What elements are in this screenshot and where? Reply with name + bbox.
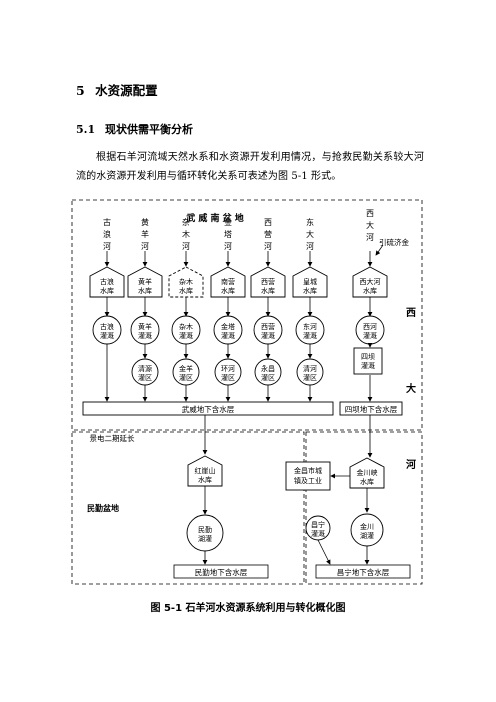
irrigation-label: 灌溉 [138, 331, 152, 340]
irrigation-label: 清源 [138, 364, 152, 373]
irrigation-label: 西营 [261, 322, 275, 331]
reservoir-label: 水库 [363, 286, 377, 295]
subsection-heading: 5.1 现状供需平衡分析 [76, 121, 193, 137]
river-label: 大 [306, 229, 314, 239]
changning-aquifer-label: 昌宁地下含水层 [337, 567, 390, 577]
irrigation-label: 湖灌 [360, 531, 374, 540]
irrigation-label: 灌区 [303, 373, 317, 382]
river-label: 杂 [182, 218, 190, 227]
river-label: 浪 [103, 229, 111, 239]
region-minqin-basin: 民勤盆地 [87, 503, 119, 513]
irrigation-label: 灌区 [261, 373, 275, 382]
irrigation-label: 灌溉 [221, 331, 235, 340]
river-label: 大 [366, 220, 374, 230]
reservoir-label: 金川峡 [357, 468, 378, 477]
region-wuwei-basin: 武 威 南 盆 地 [186, 212, 244, 224]
reservoir-label: 水库 [303, 286, 317, 295]
reservoir-label: 水库 [100, 286, 114, 295]
irrigation-label: 昌宁 [311, 520, 325, 529]
irrigation-label: 杂木 [179, 322, 193, 331]
irrigation-label: 东河 [303, 322, 317, 331]
irrigation-label: 金川 [360, 522, 374, 531]
body-paragraph: 根据石羊河流域天然水系和水资源开发利用情况，与抢救民勤关系较大河流的水资源开发利… [76, 152, 424, 182]
river-label: 东 [306, 217, 314, 227]
jinchang-industry-label: 镇及工业 [294, 476, 322, 485]
irrigation-label: 黄羊 [138, 322, 152, 331]
irrigation-label: 金羊 [179, 364, 193, 373]
irrigation-label: 西河 [363, 323, 377, 331]
jinchang-industry-label: 金昌市城 [294, 466, 322, 475]
reservoir-label: 西大河 [360, 277, 381, 286]
irrigation-label: 灌区 [179, 373, 193, 382]
reservoir-label: 杂木 [179, 277, 193, 286]
jingdian-extension-label: 景电二期延长 [90, 433, 135, 443]
irrigation-label: 灌溉 [363, 331, 377, 340]
sibatan-label: 灌溉 [361, 361, 375, 370]
river-label: 黄 [141, 217, 149, 227]
sibatan-aquifer-label: 四坝地下含水层 [345, 404, 398, 414]
reservoir-label: 西营 [261, 277, 275, 286]
reservoir-label: 水库 [261, 286, 275, 295]
irrigation-label: 清河 [303, 364, 317, 373]
reservoir-label: 水库 [179, 286, 193, 295]
yinqi-arrow [375, 244, 384, 256]
irrigation-label: 灌溉 [261, 331, 275, 340]
sibatan-label: 四坝 [361, 352, 375, 361]
river-label: 塔 [224, 229, 232, 239]
region-xida-river: 河 [406, 459, 416, 471]
section-title: 水资源配置 [95, 83, 158, 98]
river-label: 西 [264, 218, 272, 227]
river-label: 河 [141, 241, 149, 251]
section-heading: 5 水资源配置 [76, 80, 158, 99]
yinqi-jijin-label: 引硫济金 [379, 237, 409, 247]
irrigation-label: 灌溉 [179, 331, 193, 340]
subsection-title: 现状供需平衡分析 [104, 123, 193, 136]
irrigation-label: 永昌 [261, 364, 275, 373]
reservoir-label: 红崖山 [195, 466, 216, 475]
figure-caption: 图 5-1 石羊河水资源系统利用与转化概化图 [150, 603, 346, 614]
reservoir-label: 水库 [198, 475, 212, 484]
jinchang-industry-box [285, 461, 331, 491]
river-label: 河 [366, 232, 374, 242]
irrigation-label: 灌区 [221, 373, 235, 382]
irrigation-label: 灌区 [138, 373, 152, 382]
irrigation-label: 古浪 [100, 322, 114, 331]
subsection-number: 5.1 [76, 123, 96, 136]
river-label: 西 [366, 209, 374, 218]
region-xida-river: 大 [406, 382, 416, 395]
irrigation-label: 金塔 [221, 322, 235, 331]
reservoir-label: 黄羊 [138, 277, 152, 286]
reservoir-label: 水库 [360, 477, 374, 486]
minqin-aquifer-label: 民勤地下含水层 [195, 567, 248, 577]
river-label: 河 [264, 241, 272, 251]
irrigation-label: 环河 [221, 365, 235, 373]
river-label: 金 [224, 217, 232, 227]
reservoir-label: 皇城 [303, 277, 317, 286]
river-label: 河 [103, 241, 111, 251]
wuwei-aquifer-label: 武威地下含水层 [182, 404, 235, 414]
river-label: 河 [224, 241, 232, 251]
river-label: 羊 [141, 229, 149, 239]
reservoir-label: 古浪 [100, 277, 114, 286]
region-xida-river: 西 [406, 307, 416, 319]
section-number: 5 [76, 83, 85, 98]
irrigation-label: 灌溉 [303, 331, 317, 340]
reservoir-label: 水库 [221, 286, 235, 295]
river-label: 营 [264, 229, 272, 239]
river-label: 木 [182, 229, 190, 239]
river-label: 河 [182, 241, 190, 251]
flow-arrow [317, 539, 331, 565]
irrigation-label: 灌溉 [311, 529, 325, 538]
river-label: 古 [103, 217, 111, 227]
irrigation-label: 民勤 [198, 525, 212, 534]
reservoir-label: 南营 [221, 277, 235, 286]
sibatan-box [353, 347, 383, 375]
reservoir-label: 水库 [138, 286, 152, 295]
irrigation-label: 湖灌 [198, 534, 212, 543]
irrigation-label: 灌溉 [100, 331, 114, 340]
river-label: 河 [306, 241, 314, 251]
